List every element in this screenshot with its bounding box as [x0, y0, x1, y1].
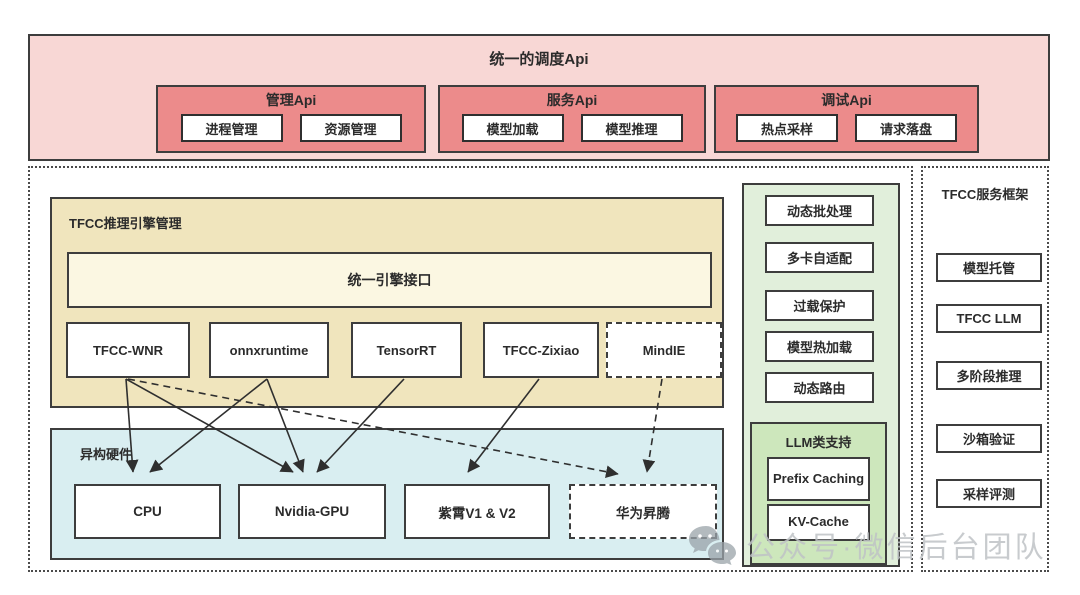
model-hot-loading-box: 模型热加载	[765, 331, 874, 362]
kv-cache-box: KV-Cache	[767, 504, 870, 541]
hardware-zixiao-box: 紫霄V1 & V2	[404, 484, 550, 539]
model-inference-box: 模型推理	[580, 114, 683, 142]
service-api-title: 服务Api	[546, 92, 598, 108]
service-framework-title: TFCC服务框架	[941, 187, 1029, 202]
prefix-caching-box: Prefix Caching	[767, 457, 870, 501]
debug-api-title: 调试Api	[821, 92, 872, 108]
hardware-huawei-ascend-box: 华为昇腾	[569, 484, 717, 539]
hardware-nvidia-gpu-box: Nvidia-GPU	[238, 484, 386, 539]
engine-mindie-box: MindIE	[606, 322, 722, 378]
llm-support-group: LLM类支持 Prefix Caching KV-Cache	[750, 422, 887, 565]
resource-management-box: 资源管理	[299, 114, 402, 142]
model-load-box: 模型加载	[461, 114, 564, 142]
model-hosting-box: 模型托管	[936, 253, 1042, 282]
unified-scheduling-api-title: 统一的调度Api	[489, 51, 589, 68]
tfcc-llm-box: TFCC LLM	[936, 304, 1042, 333]
hotspot-sampling-box: 热点采样	[736, 114, 838, 142]
service-api-group: 服务Api 模型加载 模型推理	[438, 85, 706, 153]
engine-tfcc-zixiao-box: TFCC-Zixiao	[483, 322, 599, 378]
unified-engine-interface-box: 统一引擎接口	[67, 252, 712, 308]
hardware-cpu-box: CPU	[74, 484, 221, 539]
engine-tfcc-wnr-box: TFCC-WNR	[66, 322, 190, 378]
hardware-panel: 异构硬件 CPU Nvidia-GPU 紫霄V1 & V2 华为昇腾	[50, 428, 724, 560]
overload-protection-box: 过载保护	[765, 290, 874, 321]
engine-tensorrt-box: TensorRT	[351, 322, 462, 378]
management-api-title: 管理Api	[265, 92, 317, 108]
management-api-group: 管理Api 进程管理 资源管理	[156, 85, 426, 153]
engine-onnxruntime-box: onnxruntime	[209, 322, 329, 378]
engine-management-title: TFCC推理引擎管理	[69, 216, 182, 231]
multi-stage-inference-box: 多阶段推理	[936, 361, 1042, 390]
dynamic-batching-box: 动态批处理	[765, 195, 874, 226]
sandbox-validation-box: 沙箱验证	[936, 424, 1042, 453]
engine-management-panel: TFCC推理引擎管理 统一引擎接口 TFCC-WNR onnxruntime T…	[50, 197, 724, 408]
multi-card-adaptation-box: 多卡自适配	[765, 242, 874, 273]
dynamic-routing-box: 动态路由	[765, 372, 874, 403]
service-framework-panel: TFCC服务框架 模型托管 TFCC LLM 多阶段推理 沙箱验证 采样评测	[921, 166, 1049, 572]
hardware-panel-title: 异构硬件	[80, 447, 133, 462]
llm-support-title: LLM类支持	[785, 435, 852, 450]
unified-scheduling-api-panel: 统一的调度Api 管理Api 进程管理 资源管理 服务Api 模型加载 模型推理…	[28, 34, 1050, 161]
request-dump-box: 请求落盘	[855, 114, 957, 142]
debug-api-group: 调试Api 热点采样 请求落盘	[714, 85, 979, 153]
capability-panel: 动态批处理 多卡自适配 过载保护 模型热加载 动态路由 LLM类支持 Prefi…	[742, 183, 900, 567]
sampling-evaluation-box: 采样评测	[936, 479, 1042, 508]
process-management-box: 进程管理	[180, 114, 283, 142]
